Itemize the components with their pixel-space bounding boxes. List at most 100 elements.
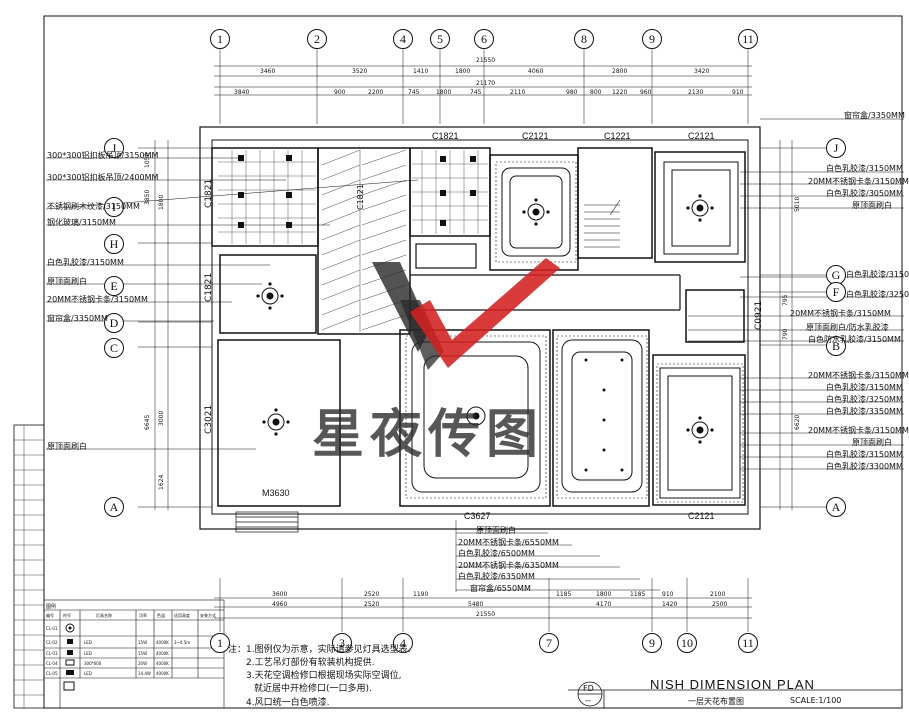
label-bottom-1: 20MM不锈钢卡条/6550MM — [458, 538, 559, 547]
legend-row-4-id: CL-05 — [46, 671, 58, 676]
label-left-1: 300*300铝扣板吊顶/2400MM — [47, 173, 159, 182]
dim-left-5: 1624 — [158, 474, 165, 490]
grid-bubble-left-D: D — [104, 313, 124, 333]
legend-row-1-height: 3~4.5m — [174, 640, 191, 645]
grid-bubble-right-J: J — [826, 138, 846, 158]
dim-top-r3-0: 3840 — [234, 89, 250, 96]
grid-bubble-bottom-4: 4 — [393, 633, 413, 653]
dim-right-1: 6620 — [794, 414, 801, 430]
label-right-13: 白色乳胶漆/3350MM — [826, 407, 903, 416]
grid-bubble-left-E: E — [104, 276, 124, 296]
dim-top-3: 1410 — [413, 68, 429, 75]
dim-right-3: 790 — [782, 328, 789, 340]
legend-col-0: 编号 — [46, 613, 54, 618]
dim-bottom-2: 2520 — [364, 591, 380, 598]
dim-bottom-7: 910 — [662, 591, 674, 598]
label-bottom-3: 20MM不锈钢卡条/6350MM — [458, 561, 559, 570]
label-left-6: 20MM不锈钢卡条/3150MM — [47, 295, 148, 304]
entrance-steps — [235, 511, 299, 533]
dim-bottom-r2-1: 2520 — [364, 601, 380, 608]
dim-bottom-r2-4: 1420 — [662, 601, 678, 608]
glass-hatch — [321, 149, 407, 332]
label-right-4: 原顶面刷白 — [852, 201, 892, 210]
label-right-11: 白色乳胶漆/3150MM — [826, 383, 903, 392]
dim-top-r3-12: 910 — [732, 89, 744, 96]
label-right-7: 20MM不锈钢卡条/3150MM — [790, 309, 891, 318]
dim-bottom-8: 2100 — [710, 591, 726, 598]
grid-bubble-left-H: H — [104, 234, 124, 254]
label-right-16: 白色乳胶漆/3150MM — [826, 450, 903, 459]
label-bottom-4: 白色乳胶漆/6350MM — [458, 572, 535, 581]
grid-bubble-right-A: A — [826, 497, 846, 517]
legend-col-5: 适用高度 — [174, 613, 190, 618]
side-strip — [13, 424, 45, 709]
dim-top-7: 3420 — [694, 68, 710, 75]
legend-row-3-id: CL-04 — [46, 661, 58, 666]
dim-bottom-6: 1185 — [630, 591, 646, 598]
label-right-0: 窗帘盒/3350MM — [844, 111, 905, 120]
label-left-3: 钢化玻璃/3150MM — [47, 218, 116, 227]
dim-bottom-r2-3: 4170 — [596, 601, 612, 608]
label-right-8: 原顶面刷白/防水乳胶漆 — [806, 323, 889, 332]
grid-bubble-left-C: C — [104, 338, 124, 358]
dim-top-r3-5: 745 — [470, 89, 482, 96]
grid-bubble-bottom-7: 7 — [539, 633, 559, 653]
dim-bottom-5: 1800 — [596, 591, 612, 598]
title-symbol-bottom: -- — [585, 696, 591, 705]
grid-bubble-bottom-9: 9 — [642, 633, 662, 653]
legend-row-1-name: LED — [84, 640, 92, 645]
title-symbol-top: FD — [583, 684, 594, 693]
grid-bubble-top-8: 8 — [574, 29, 594, 49]
label-right-14: 20MM不锈钢卡条/3150MM — [808, 426, 909, 435]
dim-right-2: 795 — [782, 294, 789, 306]
window-c3627: C3627 — [464, 511, 491, 521]
watermark-text: 星夜传图 — [312, 405, 545, 465]
label-left-7: 窗帘盒/3350MM — [47, 314, 108, 323]
label-bottom-5: 窗帘盒/6550MM — [470, 584, 531, 593]
window-c2121-b: C2121 — [688, 131, 715, 141]
dim-top-r3-11: 2130 — [688, 89, 704, 96]
label-left-0: 300*300铝扣板吊顶/3150MM — [47, 151, 159, 160]
note-5: 4.风口统一白色喷漆. — [246, 698, 330, 708]
grid-bubble-top-4: 4 — [393, 29, 413, 49]
grid-bubble-top-5: 5 — [430, 29, 450, 49]
dim-bottom-overall: 21550 — [476, 611, 496, 618]
dim-bottom-1: 3600 — [272, 591, 288, 598]
legend-header: 图例 — [46, 604, 57, 610]
door-m3630: M3630 — [262, 488, 290, 498]
label-bottom-2: 白色乳胶漆/6500MM — [458, 549, 535, 558]
drawing-title-en: NISH DIMENSION PLAN — [650, 677, 815, 692]
legend-row-2-id: CL-03 — [46, 651, 58, 656]
window-c0921: C0921 — [754, 300, 764, 330]
grid-bubble-left-I: I — [104, 197, 124, 217]
window-c1821-v: C1821 — [356, 184, 365, 210]
sheet-border — [43, 15, 903, 709]
dim-top-r3-2: 2200 — [368, 89, 384, 96]
legend-row-1-id: CL-02 — [46, 640, 58, 645]
legend-row-2-power: 15W — [138, 651, 148, 656]
dim-top-r3-9: 1220 — [612, 89, 628, 96]
dim-top-overall: 21550 — [476, 57, 496, 64]
legend-col-2: 灯具名称 — [96, 613, 112, 618]
note-3: 3.天花空调检修口根据现场实际空调位, — [246, 671, 402, 681]
legend-row-1-power: 15W — [138, 640, 148, 645]
interior-wall — [211, 139, 749, 515]
label-right-10: 20MM不锈钢卡条/3150MM — [808, 371, 909, 380]
legend-row-3-temp: 4000K — [156, 661, 169, 666]
legend-row-4-name: LED — [84, 671, 92, 676]
grid-bubble-top-2: 2 — [307, 29, 327, 49]
dim-top-5: 4060 — [528, 68, 544, 75]
dim-top-6: 2800 — [612, 68, 628, 75]
dim-bottom-r2-2: 5480 — [468, 601, 484, 608]
dim-top-1: 3460 — [260, 68, 276, 75]
dim-top-4: 1800 — [455, 68, 471, 75]
window-c2121-c: C2121 — [688, 511, 715, 521]
dim-left-4: 3000 — [158, 410, 165, 426]
grid-bubble-right-F: F — [826, 282, 846, 302]
label-left-2: 不锈钢刷木纹漆/3150MM — [47, 202, 140, 211]
legend-row-0-id: CL-01 — [46, 626, 58, 631]
grid-bubble-right-B: B — [826, 336, 846, 356]
legend-row-4-temp: 4000K — [156, 671, 169, 676]
